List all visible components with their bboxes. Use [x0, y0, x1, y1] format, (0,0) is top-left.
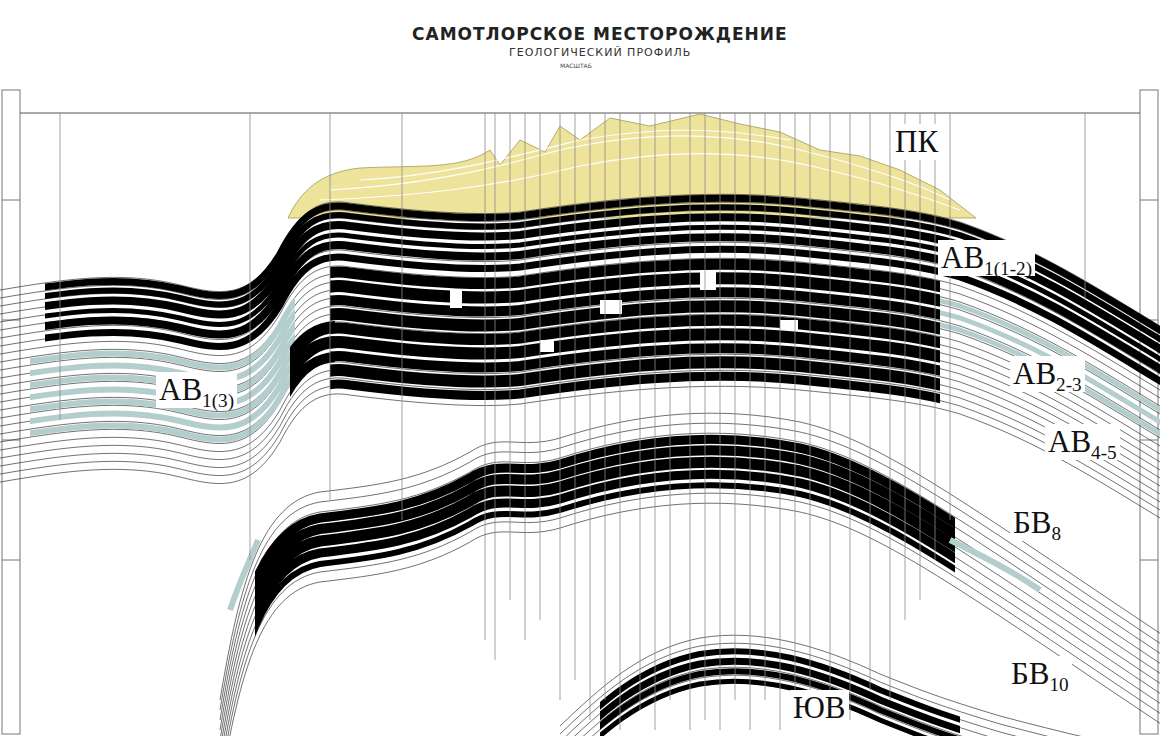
- layer-label: АВ1(1-2): [938, 240, 1035, 276]
- layer-label: АВ2-3: [1010, 356, 1085, 392]
- layer-label: ЮВ: [790, 690, 849, 726]
- layer-label: АВ4-5: [1045, 424, 1120, 460]
- layer-label: БВ8: [1010, 505, 1064, 541]
- layer-label: АВ1(3): [156, 372, 237, 408]
- layer-label: ПК: [892, 124, 941, 160]
- map-title: САМОТЛОРСКОЕ МЕСТОРОЖДЕНИЕ: [412, 24, 788, 44]
- layer-label: БВ10: [1008, 656, 1072, 692]
- scale-note: МАСШТАБ: [560, 62, 592, 69]
- subtitle: ГЕОЛОГИЧЕСКИЙ ПРОФИЛЬ: [509, 46, 691, 59]
